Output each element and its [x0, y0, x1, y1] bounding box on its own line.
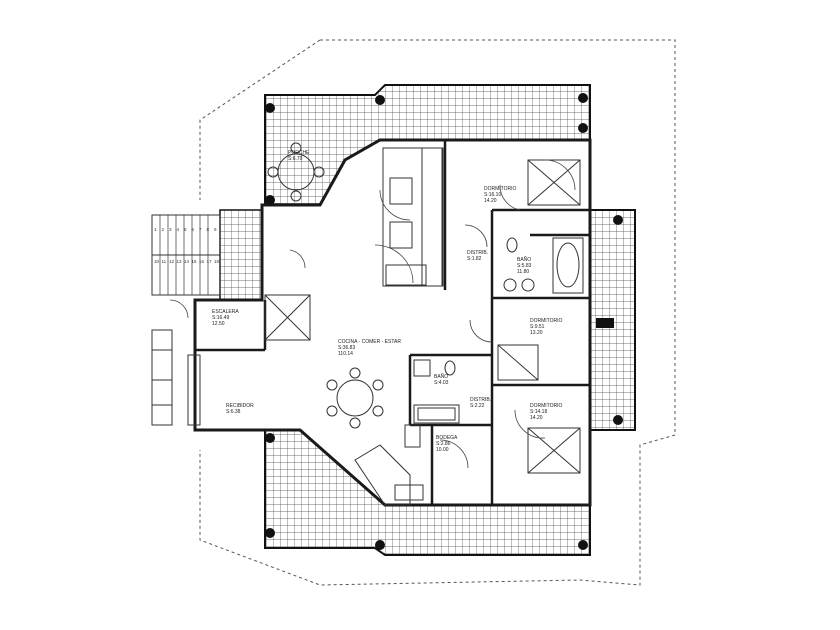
svg-text:S:6.70: S:6.70	[288, 156, 303, 162]
svg-text:DORMITORIO: DORMITORIO	[484, 186, 517, 192]
room-label-dormitorio-3: DORMITORIO S:14.18 14.20	[530, 403, 563, 421]
stair-step-number: 2	[162, 227, 165, 232]
bed-dormitorio-1	[527, 159, 581, 206]
door-swings	[169, 159, 576, 469]
svg-text:S:6.38: S:6.38	[226, 409, 241, 415]
stair-step-number: 14	[184, 259, 190, 264]
svg-text:RECIBIDOR: RECIBIDOR	[226, 403, 254, 409]
stair-step-number: 11	[162, 259, 167, 264]
column-posts	[265, 93, 623, 550]
kitchen-lower-counter	[354, 424, 424, 506]
svg-text:S:2.22: S:2.22	[470, 403, 485, 409]
room-label-distrib-1: DISTRIB. S:1.82	[467, 250, 488, 262]
svg-text:BAÑO: BAÑO	[434, 373, 448, 380]
stair	[151, 214, 221, 296]
svg-text:ESCALERA: ESCALERA	[212, 309, 239, 315]
stair-step-number: 13	[177, 259, 183, 264]
svg-text:S:4.03: S:4.03	[434, 380, 449, 386]
washbasins	[503, 237, 535, 292]
bathtub	[552, 237, 584, 294]
bed-dormitorio-2	[497, 344, 539, 381]
kitchen-counter	[382, 147, 444, 287]
room-label-recibidor: RECIBIDOR S:6.38	[226, 403, 254, 415]
stair-step-number: 7	[199, 227, 202, 232]
stair-step-number: 17	[207, 259, 213, 264]
svg-text:13.20: 13.20	[530, 330, 543, 336]
svg-text:S:36.83: S:36.83	[338, 345, 355, 351]
bed-dormitorio-3	[527, 427, 581, 474]
stair-step-number: 16	[199, 259, 205, 264]
stair-step-number: 12	[169, 259, 175, 264]
room-label-cocina: COCINA - COMER - ESTAR S:36.83 110.14	[338, 339, 401, 357]
porch-table	[267, 142, 325, 202]
site-boundary-left	[199, 39, 321, 200]
terrace-south	[264, 429, 591, 556]
site-boundary	[199, 39, 676, 586]
svg-text:DISTRIB.: DISTRIB.	[470, 397, 491, 403]
svg-text:S:5.83: S:5.83	[517, 263, 532, 269]
stair-step-number: 10	[154, 259, 160, 264]
svg-text:14.20: 14.20	[530, 415, 543, 421]
svg-text:DISTRIB.: DISTRIB.	[467, 250, 488, 256]
room-label-dormitorio-1: DORMITORIO S:16.10 14.20	[484, 186, 517, 204]
svg-text:PORCHE: PORCHE	[288, 150, 310, 156]
svg-text:10.00: 10.00	[436, 447, 449, 453]
svg-text:BODEGA: BODEGA	[436, 435, 458, 441]
terrace-stair-landing	[219, 209, 263, 301]
room-label-bano-1: BAÑO S:5.83 11.80	[517, 256, 532, 275]
terrace-north	[264, 84, 591, 206]
room-label-bano-2: BAÑO S:4.03	[434, 373, 449, 386]
svg-text:11.80: 11.80	[517, 269, 529, 275]
svg-text:DORMITORIO: DORMITORIO	[530, 403, 563, 409]
closet-west	[151, 329, 201, 426]
svg-text:COCINA - COMER - ESTAR: COCINA - COMER - ESTAR	[338, 339, 401, 345]
room-label-escalera: ESCALERA S:16.49 12.50	[212, 309, 239, 327]
stair-step-number: 8	[207, 227, 210, 232]
stair-step-number: 4	[177, 227, 180, 232]
dining-table	[326, 367, 384, 429]
svg-text:DORMITORIO: DORMITORIO	[530, 318, 563, 324]
svg-text:BAÑO: BAÑO	[517, 256, 531, 263]
stair-step-number: 3	[169, 227, 172, 232]
svg-text:S:2.86: S:2.86	[436, 441, 451, 447]
svg-text:S:9.51: S:9.51	[530, 324, 545, 330]
stair-step-number: 1	[154, 227, 157, 232]
svg-text:S:14.18: S:14.18	[530, 409, 547, 415]
svg-text:12.50: 12.50	[212, 321, 225, 327]
room-label-bodega: BODEGA S:2.86 10.00	[436, 435, 458, 453]
room-label-distrib-2: DISTRIB. S:2.22	[470, 397, 491, 409]
svg-text:110.14: 110.14	[338, 351, 353, 357]
svg-text:S:16.49: S:16.49	[212, 315, 229, 321]
room-label-porche: PORCHE S:6.70	[288, 150, 310, 162]
stair-step-number: 5	[184, 227, 187, 232]
room-label-dormitorio-2: DORMITORIO S:9.51 13.20	[530, 318, 563, 336]
stair-step-number: 6	[192, 227, 195, 232]
bathtub-2	[413, 359, 460, 424]
stair-step-number: 15	[192, 259, 198, 264]
stair-step-number: 9	[214, 227, 217, 232]
svg-text:S:16.10: S:16.10	[484, 192, 501, 198]
svg-text:S:1.82: S:1.82	[467, 256, 482, 262]
elevator-shaft	[264, 294, 311, 341]
svg-text:14.20: 14.20	[484, 198, 497, 204]
stair-step-number: 18	[214, 259, 220, 264]
